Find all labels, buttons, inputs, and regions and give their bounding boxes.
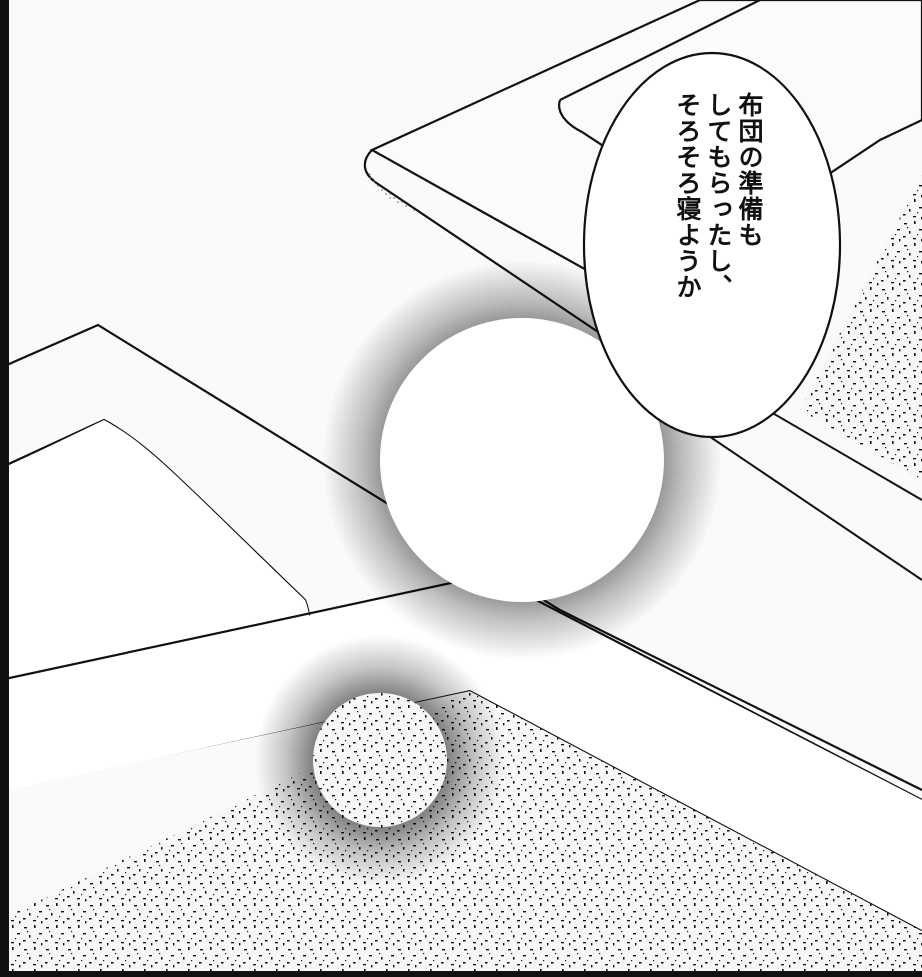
light-orb-large: [380, 318, 664, 602]
pillow-top: [558, 0, 761, 171]
speech-bubble: [582, 51, 842, 439]
speech-line-1: 布団の準備も: [735, 92, 764, 248]
light-orb-small: [313, 693, 447, 827]
futon-middle-fill: [0, 577, 922, 930]
tatami-floor-right: [800, 175, 922, 480]
panel-border-bottom: [0, 971, 922, 977]
speech-line-2: してもらったし、: [704, 92, 733, 300]
speech-bubble-text: 布団の準備も してもらったし、 そろそろ寝ようか: [672, 92, 765, 392]
panel-border-left: [0, 0, 9, 977]
speech-line-3: そろそろ寝ようか: [673, 92, 702, 300]
